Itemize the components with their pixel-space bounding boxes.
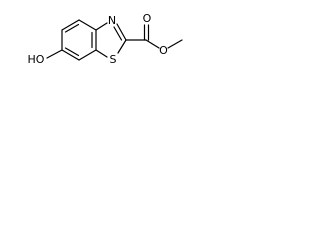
chemical-structure: N S HO O O [28, 12, 183, 66]
bond-c3a-n [95, 22, 108, 31]
methyl-ester-group [125, 24, 183, 49]
benzene-ring [61, 19, 97, 61]
bond-ester-o-methyl [167, 39, 183, 49]
bond-carbonyl-ester-o [145, 39, 160, 49]
ester-oxygen-label: O [159, 44, 168, 57]
bond-c4-c5 [61, 19, 80, 31]
bond-c6-c7 [61, 49, 80, 61]
sulfur-label: S [110, 53, 117, 66]
bond-c3a-c4 [78, 19, 97, 31]
bond-c2-s [117, 39, 127, 54]
double-bond-c6-c7-inner [64, 47, 80, 57]
thiazole-ring [95, 22, 127, 58]
bond-c7-c7a [78, 49, 97, 61]
bond-c6-oh [46, 49, 63, 59]
double-bond-n-c2-inner [113, 26, 123, 41]
bond-s-c7a [95, 49, 108, 58]
hydroxyl-label: HO [28, 53, 45, 66]
carbonyl-oxygen-label: O [143, 12, 152, 25]
double-bond-c4-c5-inner [64, 23, 80, 33]
bond-n-c2 [116, 23, 127, 41]
nitrogen-label: N [108, 14, 116, 27]
